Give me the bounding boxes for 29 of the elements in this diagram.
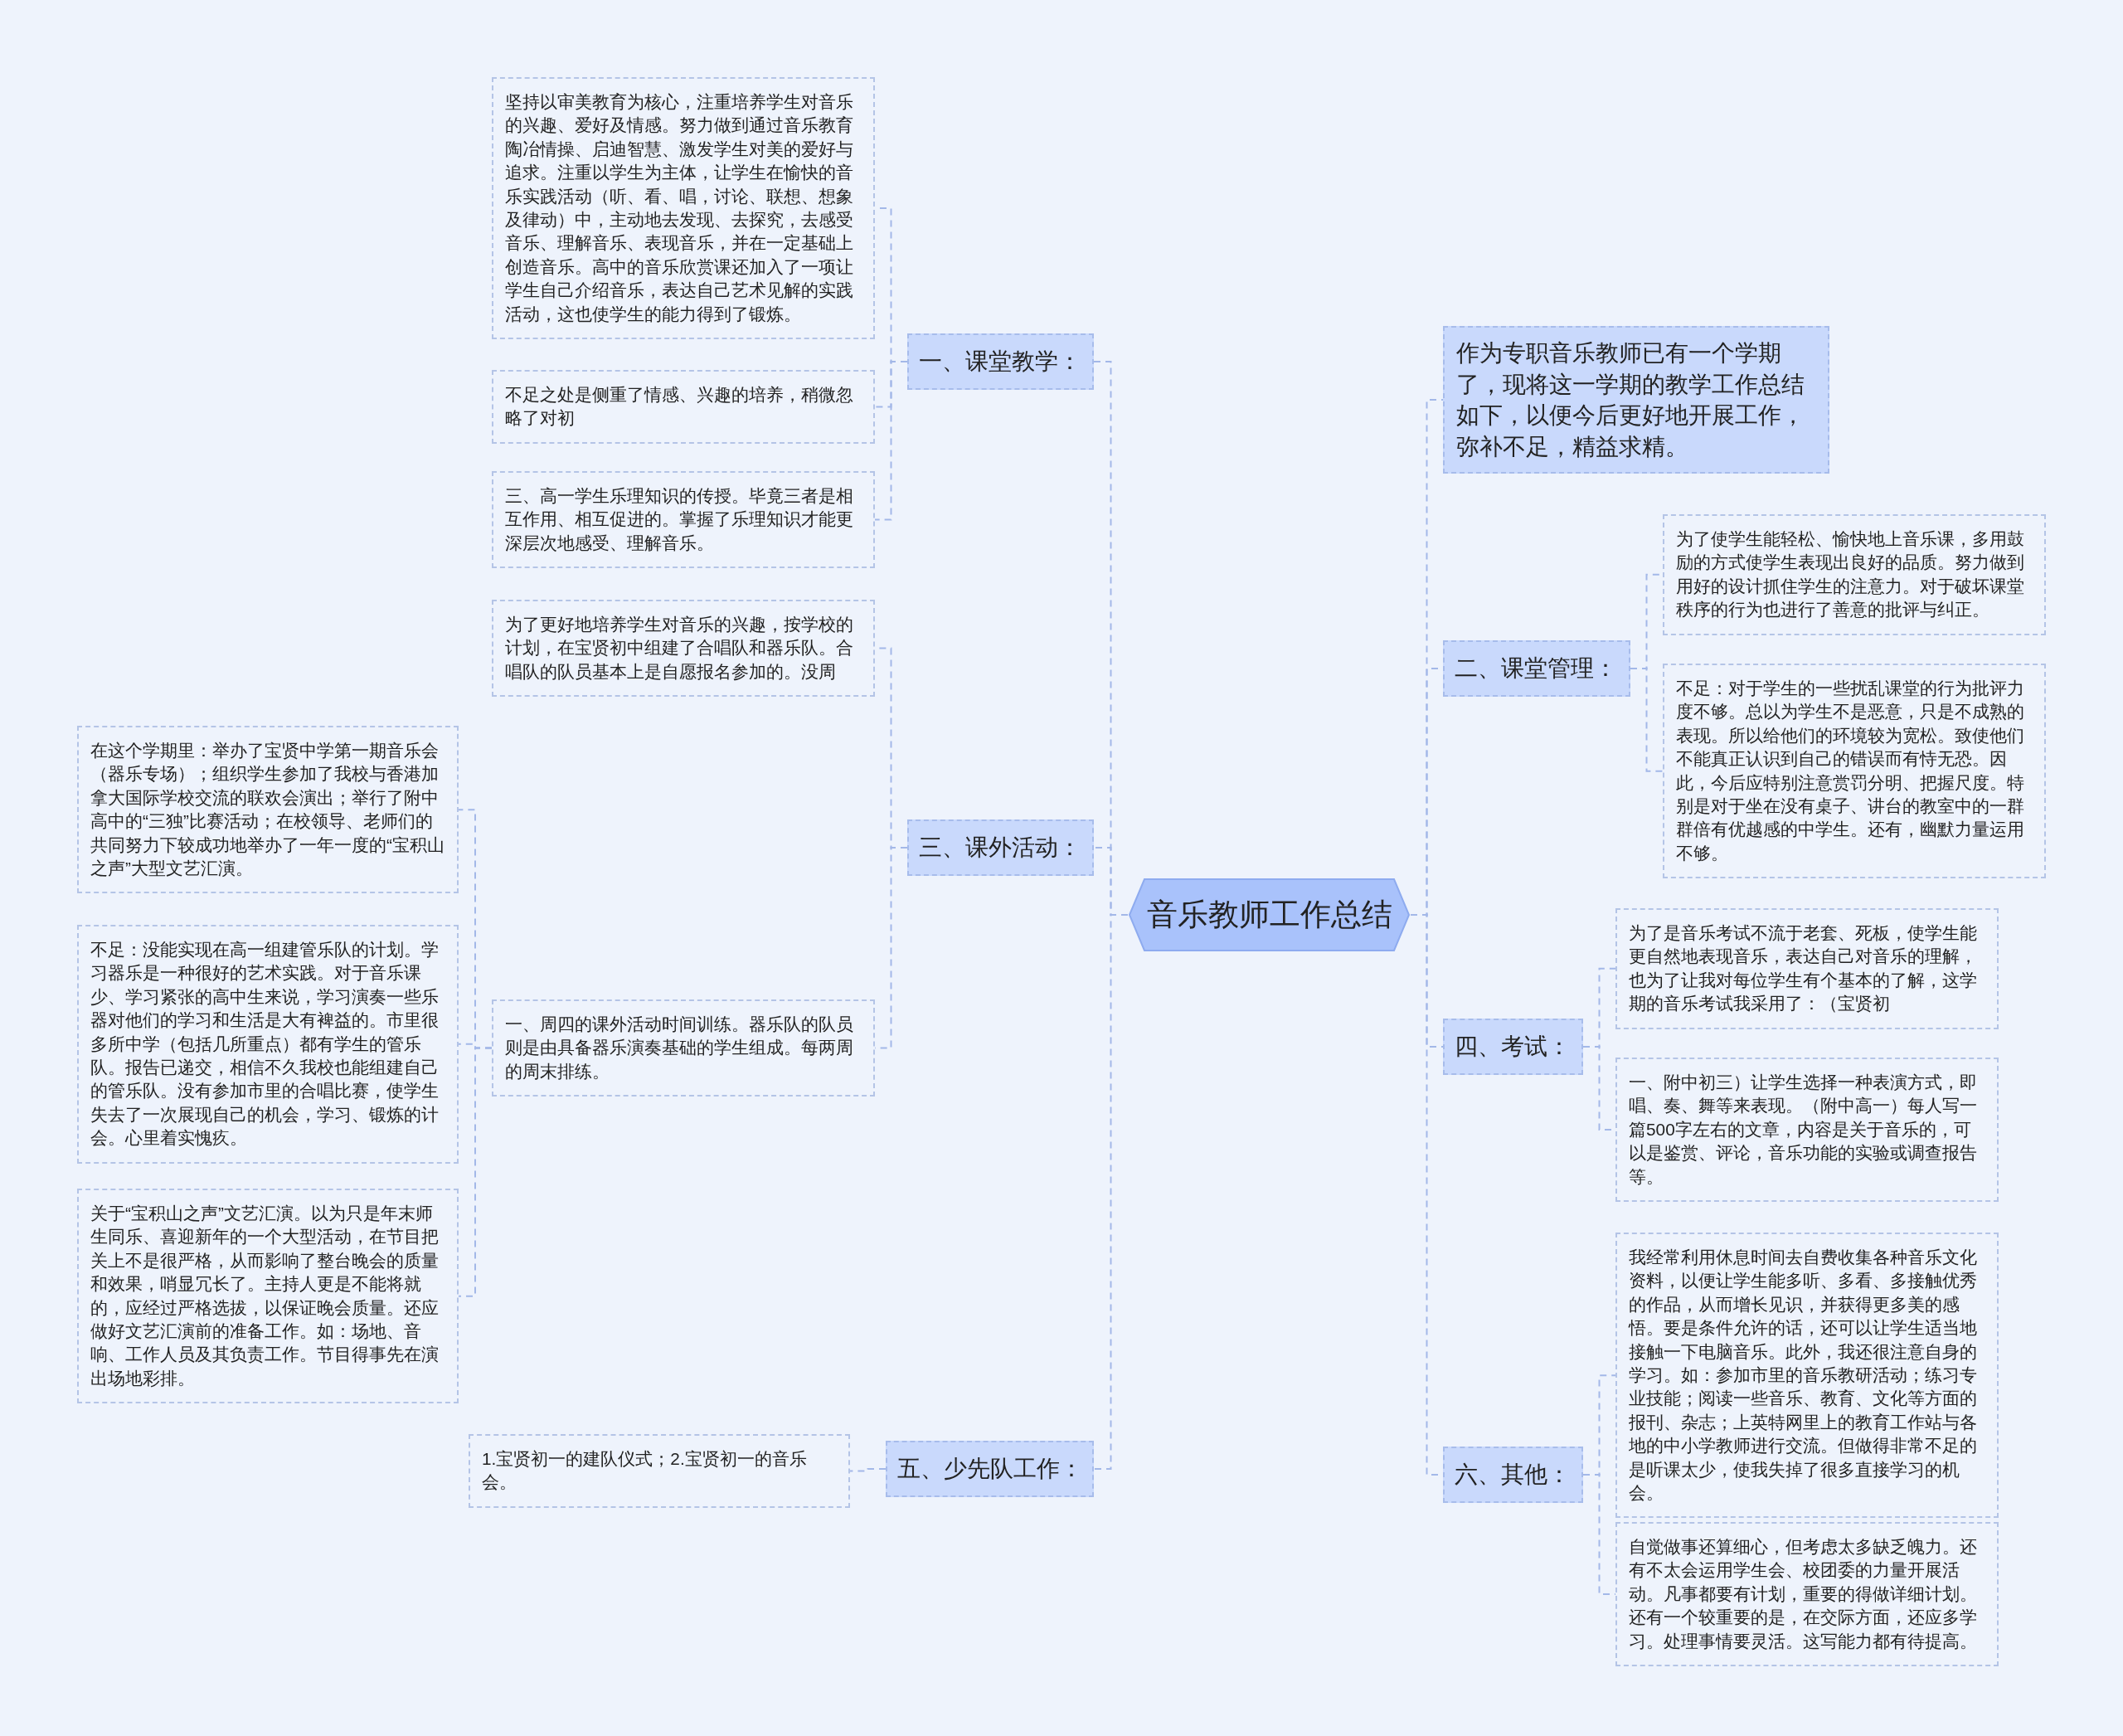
text-box: 不足：没能实现在高一组建管乐队的计划。学习器乐是一种很好的艺术实践。对于音乐课少、学习紧张的高中生来说，学习演奏一些乐器对他们的学习和生活是大有裨益的。市里很多所中学（包括几所重点）都有学生的管乐队。报告已递交，相信不久我校也能组建自己的管乐队。没有参加市里的合唱比赛，使学生失去了一次展现自己的机会，学习、锻炼的计会。心里着实愧疚。 bbox=[77, 925, 459, 1164]
text-box: 一、附中初三）让学生选择一种表演方式，即唱、奏、舞等来表现。（附中高一）每人写一篇500字左右的文章，内容是关于音乐的，可以是鉴赏、评论，音乐功能的实验或调查报告等。 bbox=[1615, 1058, 1999, 1203]
connector-line bbox=[874, 361, 908, 521]
connector-line bbox=[874, 847, 908, 1049]
topic-box: 六、其他： bbox=[1443, 1447, 1583, 1503]
text-box: 坚持以审美教育为核心，注重培养学生对音乐的兴趣、爱好及情感。努力做到通过音乐教育陶冶情操、启迪智慧、激发学生对美的爱好与追求。注重以学生为主体，让学生在愉快的音乐实践活动（听、看、唱，讨论、联想、想象及律动）中，主动地去发现、去探究，去感受音乐、理解音乐、表现音乐，并在一定基础上创造音乐。高中的音乐欣赏课还加入了一项让学生自己介绍音乐，表达自己艺术见解的实践活动，这也使学生的能力得到了锻炼。 bbox=[492, 77, 875, 340]
text-box: 1.宝贤初一的建队仪式；2.宝贤初一的音乐会。 bbox=[469, 1434, 850, 1508]
connector-line bbox=[1582, 1474, 1616, 1595]
text-box: 为了更好地培养学生对音乐的兴趣，按学校的计划，在宝贤初中组建了合唱队和器乐队。合唱队的队员基本上是自愿报名参加的。没周 bbox=[492, 600, 875, 698]
text-box: 一、周四的课外活动时间训练。器乐队的队员则是由具备器乐演奏基础的学生组成。每两周的周末排练。 bbox=[492, 999, 875, 1097]
text-box: 关于“宝积山之声”文艺汇演。以为只是年末师生同乐、喜迎新年的一个大型活动，在节目把关上不是很严格，从而影响了整台晚会的质量和效果，哨显冗长了。主持人更是不能将就的，应经过严格选拔，以保证晚会质量。还应做好文艺汇演前的准备工作。如：场地、音响、工作人员及其负责工作。节目得事先在演出场地彩排。 bbox=[77, 1189, 459, 1404]
topic-box: 四、考试： bbox=[1443, 1019, 1583, 1075]
topic-box: 三、课外活动： bbox=[907, 819, 1094, 876]
connector-line bbox=[458, 1047, 493, 1297]
connector-line bbox=[849, 1468, 887, 1472]
topic-box: 一、课堂教学： bbox=[907, 333, 1094, 390]
central-topic: 音乐教师工作总结 bbox=[1128, 878, 1411, 952]
topic-box: 五、少先队工作： bbox=[886, 1441, 1094, 1497]
text-box: 为了使学生能轻松、愉快地上音乐课，多用鼓励的方式使学生表现出良好的品质。努力做到用好的设计抓住学生的注意力。对于破坏课堂秩序的行为也进行了善意的批评与纠正。 bbox=[1663, 514, 2046, 635]
text-box: 三、高一学生乐理知识的传授。毕竟三者是相互作用、相互促进的。掌握了乐理知识才能更深层次地感受、理解音乐。 bbox=[492, 471, 875, 569]
text-box: 不足：对于学生的一些扰乱课堂的行为批评力度不够。总以为学生不是恶意，只是不成熟的表现。所以给他们的环境较为宽松。致使他们不能真正认识到自己的错误而有恃无恐。因此，今后应特别注意赏罚分明、把握尺度。特别是对于坐在没有桌子、讲台的教室中的一群群倍有优越感的中学生。还有，幽默力量运用不够。 bbox=[1663, 664, 2046, 879]
text-box: 为了是音乐考试不流于老套、死板，使学生能更自然地表现音乐，表达自己对音乐的理解，也为了让我对每位学生有个基本的了解，这学期的音乐考试我采用了：（宝贤初 bbox=[1615, 908, 1999, 1029]
text-box: 不足之处是侧重了情感、兴趣的培养，稍微忽略了对初 bbox=[492, 370, 875, 444]
topic-box: 作为专职音乐教师已有一个学期了，现将这一学期的教学工作总结如下，以便今后更好地开展工作，弥补不足，精益求精。 bbox=[1443, 326, 1829, 474]
connector-line bbox=[1630, 668, 1664, 772]
text-box: 自觉做事还算细心，但考虑太多缺乏魄力。还有不太会运用学生会、校团委的力量开展活动。凡事都要有计划，重要的得做详细计划。还有一个较重要的是，在交际方面，还应多学习。处理事情要灵活。这写能力都有待提高。 bbox=[1615, 1522, 1999, 1667]
text-box: 在这个学期里：举办了宝贤中学第一期音乐会（器乐专场）；组织学生参加了我校与香港加拿大国际学校交流的联欢会演出；举行了附中高中的“三独”比赛活动；在校领导、老师们的共同努力下较成功地举办了一年一度的“宝积山之声”大型文艺汇演。 bbox=[77, 726, 459, 894]
text-box: 我经常利用休息时间去自费收集各种音乐文化资料，以便让学生能多听、多看、多接触优秀的作品，从而增长见识，并获得更多美的感悟。要是条件允许的话，还可以让学生适当地接触一下电脑音乐。此外，我还很注意自身的学习。如：参加市里的音乐教研活动；练习专业技能；阅读一些音乐、教育、文化等方面的报刊、杂志；上英特网里上的教育工作站与各地的中小学教师进行交流。但做得非常不足的是听课太少，使我失掉了很多直接学习的机会。 bbox=[1615, 1233, 1999, 1519]
topic-box: 二、课堂管理： bbox=[1443, 640, 1630, 697]
